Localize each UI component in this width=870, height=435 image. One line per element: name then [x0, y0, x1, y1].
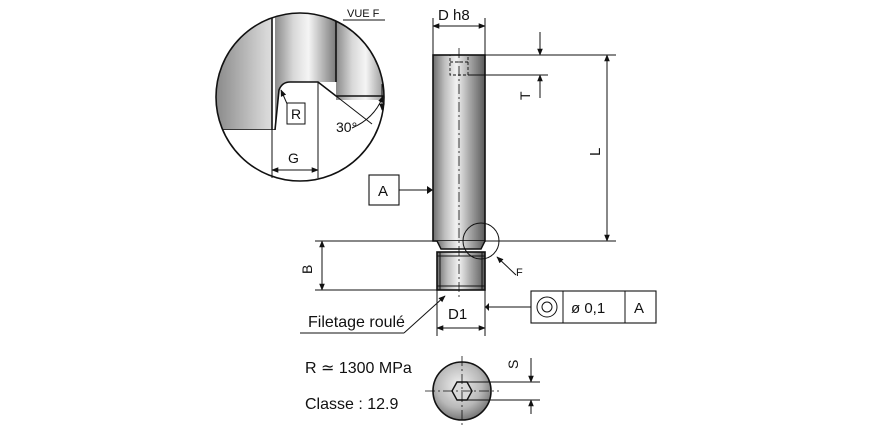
length-label: L	[587, 148, 604, 156]
detail-groove-label: G	[288, 150, 299, 166]
detail-angle-label: 30°	[336, 119, 357, 135]
strength-note: R ≃ 1300 MPa	[305, 360, 412, 377]
thread-note: Filetage roulé	[300, 295, 446, 334]
datum-label: A	[378, 183, 388, 200]
detail-view-f: R 30° G VUE F	[215, 8, 385, 182]
depth-dimension: T	[468, 32, 548, 100]
diameter-dimension: D h8	[432, 7, 486, 55]
thread-length-dimension: B	[299, 240, 437, 291]
thread-diameter-label: D1	[448, 306, 467, 323]
dowel-pin-side-view	[432, 48, 486, 298]
datum-a: A	[368, 174, 433, 206]
detail-radius-label: R	[291, 106, 301, 122]
length-dimension: L	[485, 54, 616, 242]
hex-size-label: S	[505, 360, 521, 369]
tolerance-frame: ø 0,1 A	[485, 290, 657, 324]
tolerance-value: ø 0,1	[571, 300, 605, 317]
tolerance-datum: A	[634, 300, 644, 317]
class-note: Classe : 12.9	[305, 396, 398, 413]
detail-ref-label: F	[516, 267, 523, 279]
end-view: S	[425, 356, 540, 426]
detail-view-label: VUE F	[347, 8, 380, 20]
diameter-label: D h8	[438, 7, 470, 24]
depth-label: T	[517, 91, 533, 100]
concentricity-icon	[536, 296, 558, 318]
thread-length-label: B	[299, 265, 315, 274]
thread-diameter-dimension: D1	[436, 290, 486, 336]
thread-note-label: Filetage roulé	[308, 314, 405, 331]
